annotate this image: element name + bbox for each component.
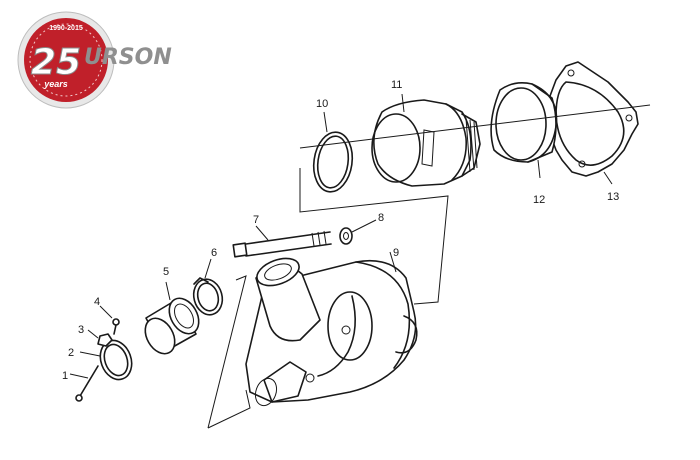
callout-12: 12 <box>533 194 545 206</box>
part-7-bolt <box>232 225 332 258</box>
logo-brand-name: URSON <box>84 45 172 70</box>
callout-7: 7 <box>253 214 259 226</box>
part-11-housing <box>371 93 481 187</box>
callout-6: 6 <box>211 247 217 259</box>
callout-5: 5 <box>163 266 169 278</box>
callout-1: 1 <box>62 370 68 382</box>
part-8-washer <box>339 219 377 245</box>
part-5-hose <box>144 281 200 355</box>
brand-logo: 1990-2015 25 years URSON <box>17 11 172 109</box>
logo-badge <box>24 18 108 102</box>
callout-9: 9 <box>393 247 399 259</box>
part-13-gasket <box>547 61 639 185</box>
part-12-sleeve <box>490 82 558 179</box>
logo-date-range: 1990-2015 <box>49 25 83 32</box>
part-1-bolt <box>69 365 99 402</box>
logo-years-number: 25 <box>31 42 81 83</box>
callout-8: 8 <box>378 212 384 224</box>
logo-years-word: years <box>43 79 68 89</box>
callout-10: 10 <box>316 98 328 110</box>
callout-11: 11 <box>391 79 402 91</box>
callout-13: 13 <box>607 191 619 203</box>
callout-4: 4 <box>94 296 100 308</box>
part-10-o-ring <box>312 111 354 193</box>
part-3-nut <box>87 329 113 347</box>
callout-3: 3 <box>78 324 84 336</box>
part-9-pump-body <box>245 251 418 407</box>
part-4-screw <box>99 305 120 335</box>
callout-2: 2 <box>68 347 74 359</box>
part-6-clamp <box>192 258 224 316</box>
